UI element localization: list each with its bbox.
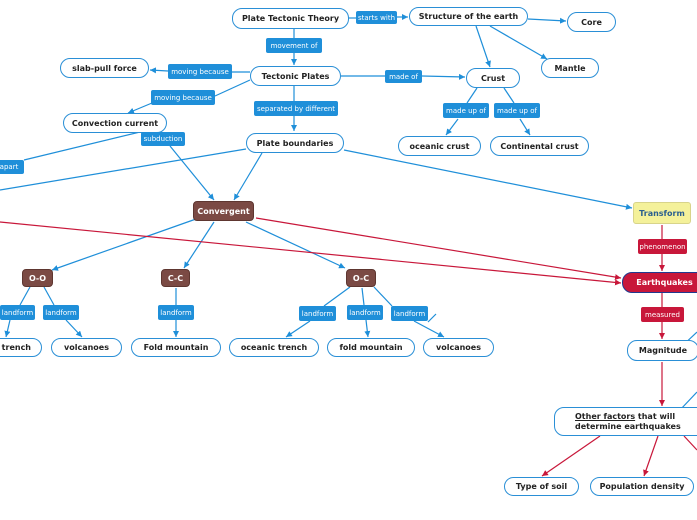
edge [65,319,83,338]
edge [149,67,169,74]
label-made-up-of-2: made up of [494,103,540,118]
edge [0,221,622,286]
node-oceanic-trench[interactable]: oceanic trench [229,338,319,357]
edge [285,320,311,338]
node-tectonic-plates[interactable]: Tectonic Plates [250,66,341,86]
edge [541,435,601,477]
edge [643,435,659,477]
node-volcanoes-1[interactable]: volcanoes [51,338,122,357]
edge [445,118,459,136]
label-separated-by: separated by different [254,101,338,116]
other-factors-rest: that will determine earthquakes [575,411,681,431]
edge [466,87,478,104]
edge [51,218,197,271]
node-fold-mountain-2[interactable]: fold mountain [327,338,415,357]
node-other-factors[interactable]: Other factors that will determine earthq… [554,407,697,436]
label-landform-4: landform [299,306,336,321]
node-trench[interactable]: trench [0,338,42,357]
node-c-c[interactable]: C-C [161,269,190,287]
node-volcanoes-2[interactable]: volcanoes [423,338,494,357]
node-continental-crust[interactable]: Continental crust [490,136,589,156]
label-landform-2: landform [43,305,79,320]
node-o-c[interactable]: O-C [346,269,376,287]
node-earthquakes[interactable]: Earthquakes [622,272,697,293]
edge [427,313,437,323]
edge [127,102,153,114]
edge [23,131,141,161]
node-crust[interactable]: Crust [466,68,520,88]
node-type-of-soil[interactable]: Type of soil [504,477,579,496]
edge [233,152,263,201]
node-structure-of-earth[interactable]: Structure of the earth [409,7,528,26]
edge [364,319,371,338]
edge [527,17,567,24]
label-apart: apart [0,160,24,174]
node-slab-pull-force[interactable]: slab-pull force [60,58,149,78]
label-starts-with: starts with [356,11,397,24]
label-landform-6: landform [391,306,428,321]
edge [373,286,393,307]
label-landform-1: landform [0,305,35,320]
node-population-density[interactable]: Population density [590,477,694,496]
edge [214,79,251,97]
edge [255,217,622,280]
label-moving-because-1: moving because [168,64,232,79]
node-mantle[interactable]: Mantle [541,58,599,78]
label-measured: measured [641,307,684,322]
edge [183,221,215,269]
edge [323,286,351,307]
edge [413,320,445,338]
node-fold-mountain-1[interactable]: Fold mountain [131,338,221,357]
edge [343,149,633,210]
edge [19,286,31,306]
node-oceanic-crust[interactable]: oceanic crust [398,136,481,156]
node-o-o[interactable]: O-O [22,269,53,287]
label-phenomenon: phenomenon [638,239,687,254]
edge [503,87,515,104]
node-convection-current[interactable]: Convection current [63,113,167,133]
node-other-factors-text: Other factors that will determine earthq… [575,412,697,432]
label-made-up-of-1: made up of [443,103,489,118]
edge [169,145,215,201]
node-plate-tectonic-theory[interactable]: Plate Tectonic Theory [232,8,349,29]
edge [489,25,548,60]
label-subduction: subduction [141,132,185,146]
edge [475,25,491,68]
edge [361,287,365,306]
node-transform[interactable]: Transform [633,202,691,224]
node-plate-boundaries[interactable]: Plate boundaries [246,133,344,153]
other-factors-underlined: Other factors [575,411,636,421]
label-movement-of: movement of [266,38,322,53]
edge [43,286,55,306]
node-magnitude[interactable]: Magnitude [627,340,697,361]
node-core[interactable]: Core [567,12,616,32]
edge [421,73,466,80]
label-landform-5: landform [347,305,383,320]
label-moving-because-2: moving because [151,90,215,105]
edge [519,118,531,136]
node-convergent[interactable]: Convergent [193,201,254,221]
edge [683,435,697,451]
label-made-of: made of [385,70,422,83]
label-landform-3: landform [158,305,194,320]
edge [245,221,346,269]
edge [4,319,11,338]
edge [0,148,247,191]
